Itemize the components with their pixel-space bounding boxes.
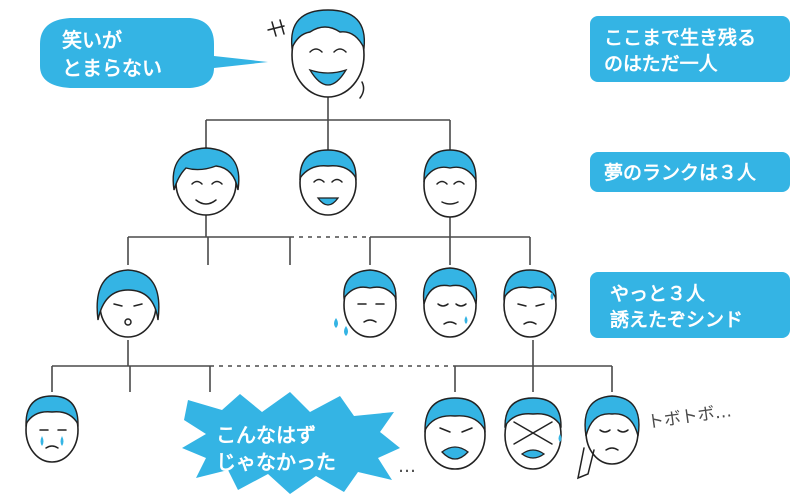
level1-face-right [423,149,477,218]
level1-line-2: のはただ一人 [604,53,719,75]
level2-face-sad-woman [422,267,478,338]
laugh-line-1: 笑いが [62,28,122,52]
level3-face-crying-woman [576,395,640,480]
level2-face-sweating [334,269,397,338]
level1-label-box: ここまで生き残る のはただ一人 [590,16,790,82]
laugh-speech-bubble: 笑いが とまらない [40,18,268,88]
trudge-sfx-text: トボトボ… [646,401,733,433]
level1-label-text: ここまで生き残る のはただ一人 [604,26,763,75]
level1-face-left [172,147,240,216]
level2-label-box: 夢のランクは３人 [590,152,790,192]
burst-speech-bubble: こんなはず じゃなかった [182,392,400,494]
trailing-dots: … [398,456,416,477]
level3-label-box: やっと３人 誘えたぞシンド [590,272,790,338]
level3-face-angry-man [424,397,486,470]
level2-face-nervous-man [503,269,557,338]
level1-line-1: ここまで生き残る [604,26,756,49]
burst-line-1: こんなはず [216,423,316,447]
level3-face-bandaged-man [504,397,562,470]
level3-label-text: やっと３人 誘えたぞシンド [610,283,743,331]
level2-label-text: 夢のランクは３人 [604,162,757,184]
level3-line-2: 誘えたぞシンド [610,308,743,331]
level2-face-worried-woman [96,269,160,338]
level1-face-center [299,149,357,216]
laugh-bubble-text: 笑いが とまらない [62,28,162,80]
level3-line-1: やっと３人 [610,283,706,305]
tree-lines [51,95,613,392]
level3-face-crying-man [25,395,79,463]
burst-bubble-text: こんなはず じゃなかった [216,423,336,474]
laugh-line-2: とまらない [62,56,162,80]
burst-line-2: じゃなかった [216,450,336,474]
top-laughing-face [267,9,366,99]
